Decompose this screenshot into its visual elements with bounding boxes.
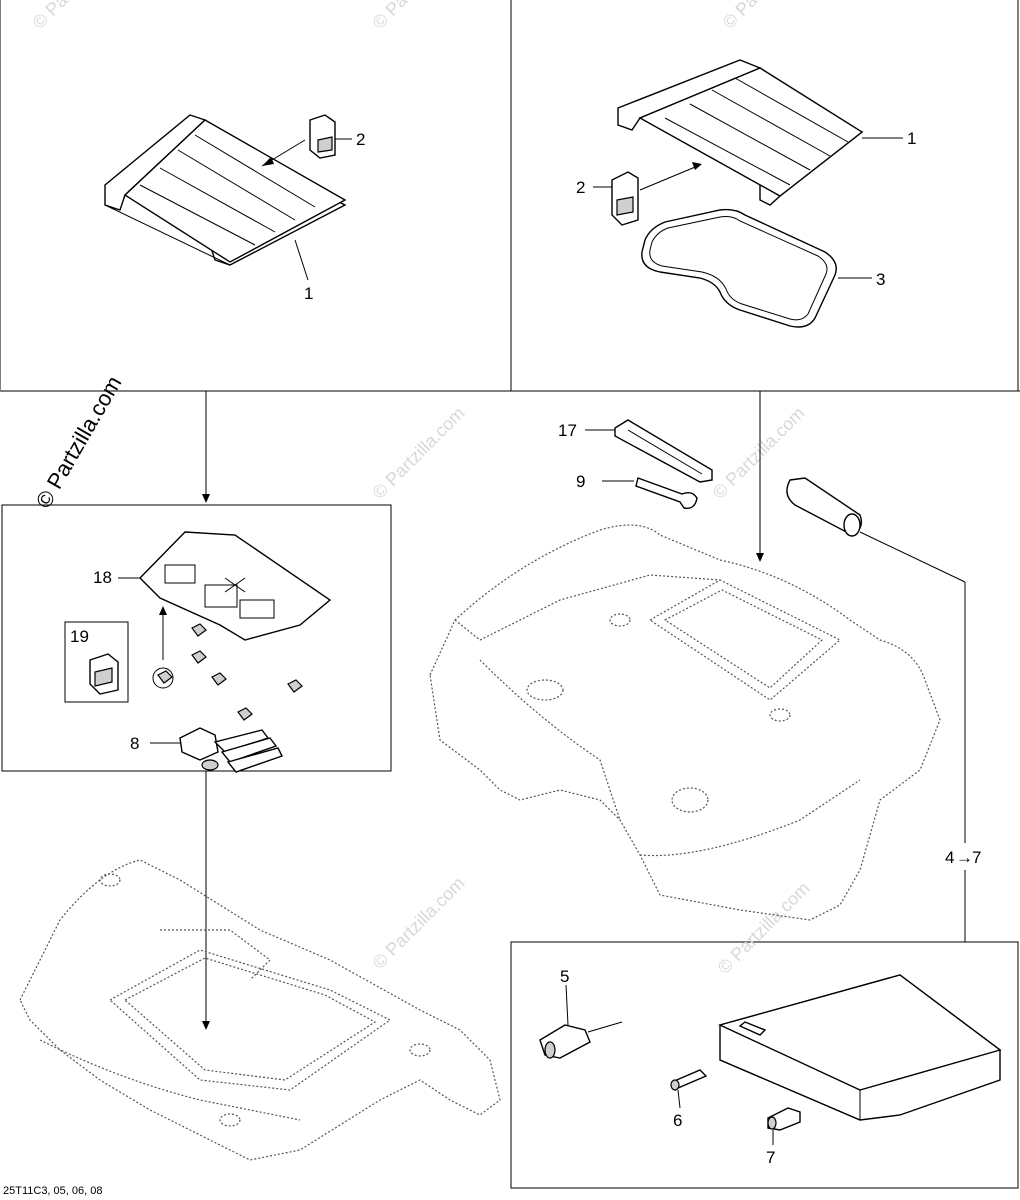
callout-label: 18 [93,568,112,587]
clip-top-left [309,114,336,159]
watermark-faint: © Partzilla.com [714,878,814,978]
tool-bag [786,477,863,537]
callout-label: 9 [576,472,585,491]
clip-retainer [89,653,119,695]
fasteners [157,623,303,721]
watermark-faint: © Partzilla.com [369,873,469,973]
callout-label: 6 [673,1111,682,1130]
callout-label: 17 [558,421,577,440]
fuse-small [670,1069,708,1091]
callout-label: 4 [945,848,954,867]
callout-label: 1 [907,129,916,148]
strap [179,727,283,773]
fuse-holder [767,1107,801,1131]
wrench [635,477,698,509]
range-arrow: → [956,848,973,867]
callout-label: 7 [972,848,981,867]
callout-label: 19 [70,627,89,646]
diagram-code: 25T11C3, 05, 06, 08 [3,1185,102,1197]
watermark-faint: © Partzilla.com [369,403,469,503]
watermark-faint: © Partzilla.com [29,0,129,33]
callout-label: 3 [876,270,885,289]
callout-label: 2 [356,130,365,149]
rear-fender [429,524,941,921]
tray [139,531,332,641]
callout-label: 2 [576,178,585,197]
callout-label: 7 [766,1148,775,1167]
manual-book [717,974,1002,1121]
watermark-side: © Partzilla.com [31,372,127,513]
callout-label: 8 [130,734,139,753]
clip-top-right [611,171,639,226]
tray-cover [614,419,713,483]
watermark-faint: © Partzilla.com [369,0,469,33]
front-fender [19,859,501,1161]
rack-top-left [104,114,347,266]
rack-top-right [617,59,864,206]
watermark-faint: © Partzilla.com [719,0,819,33]
callout-label: 5 [560,967,569,986]
seal-top-right [641,208,837,328]
screwdriver [539,1021,623,1059]
callout-label: 1 [304,284,313,303]
